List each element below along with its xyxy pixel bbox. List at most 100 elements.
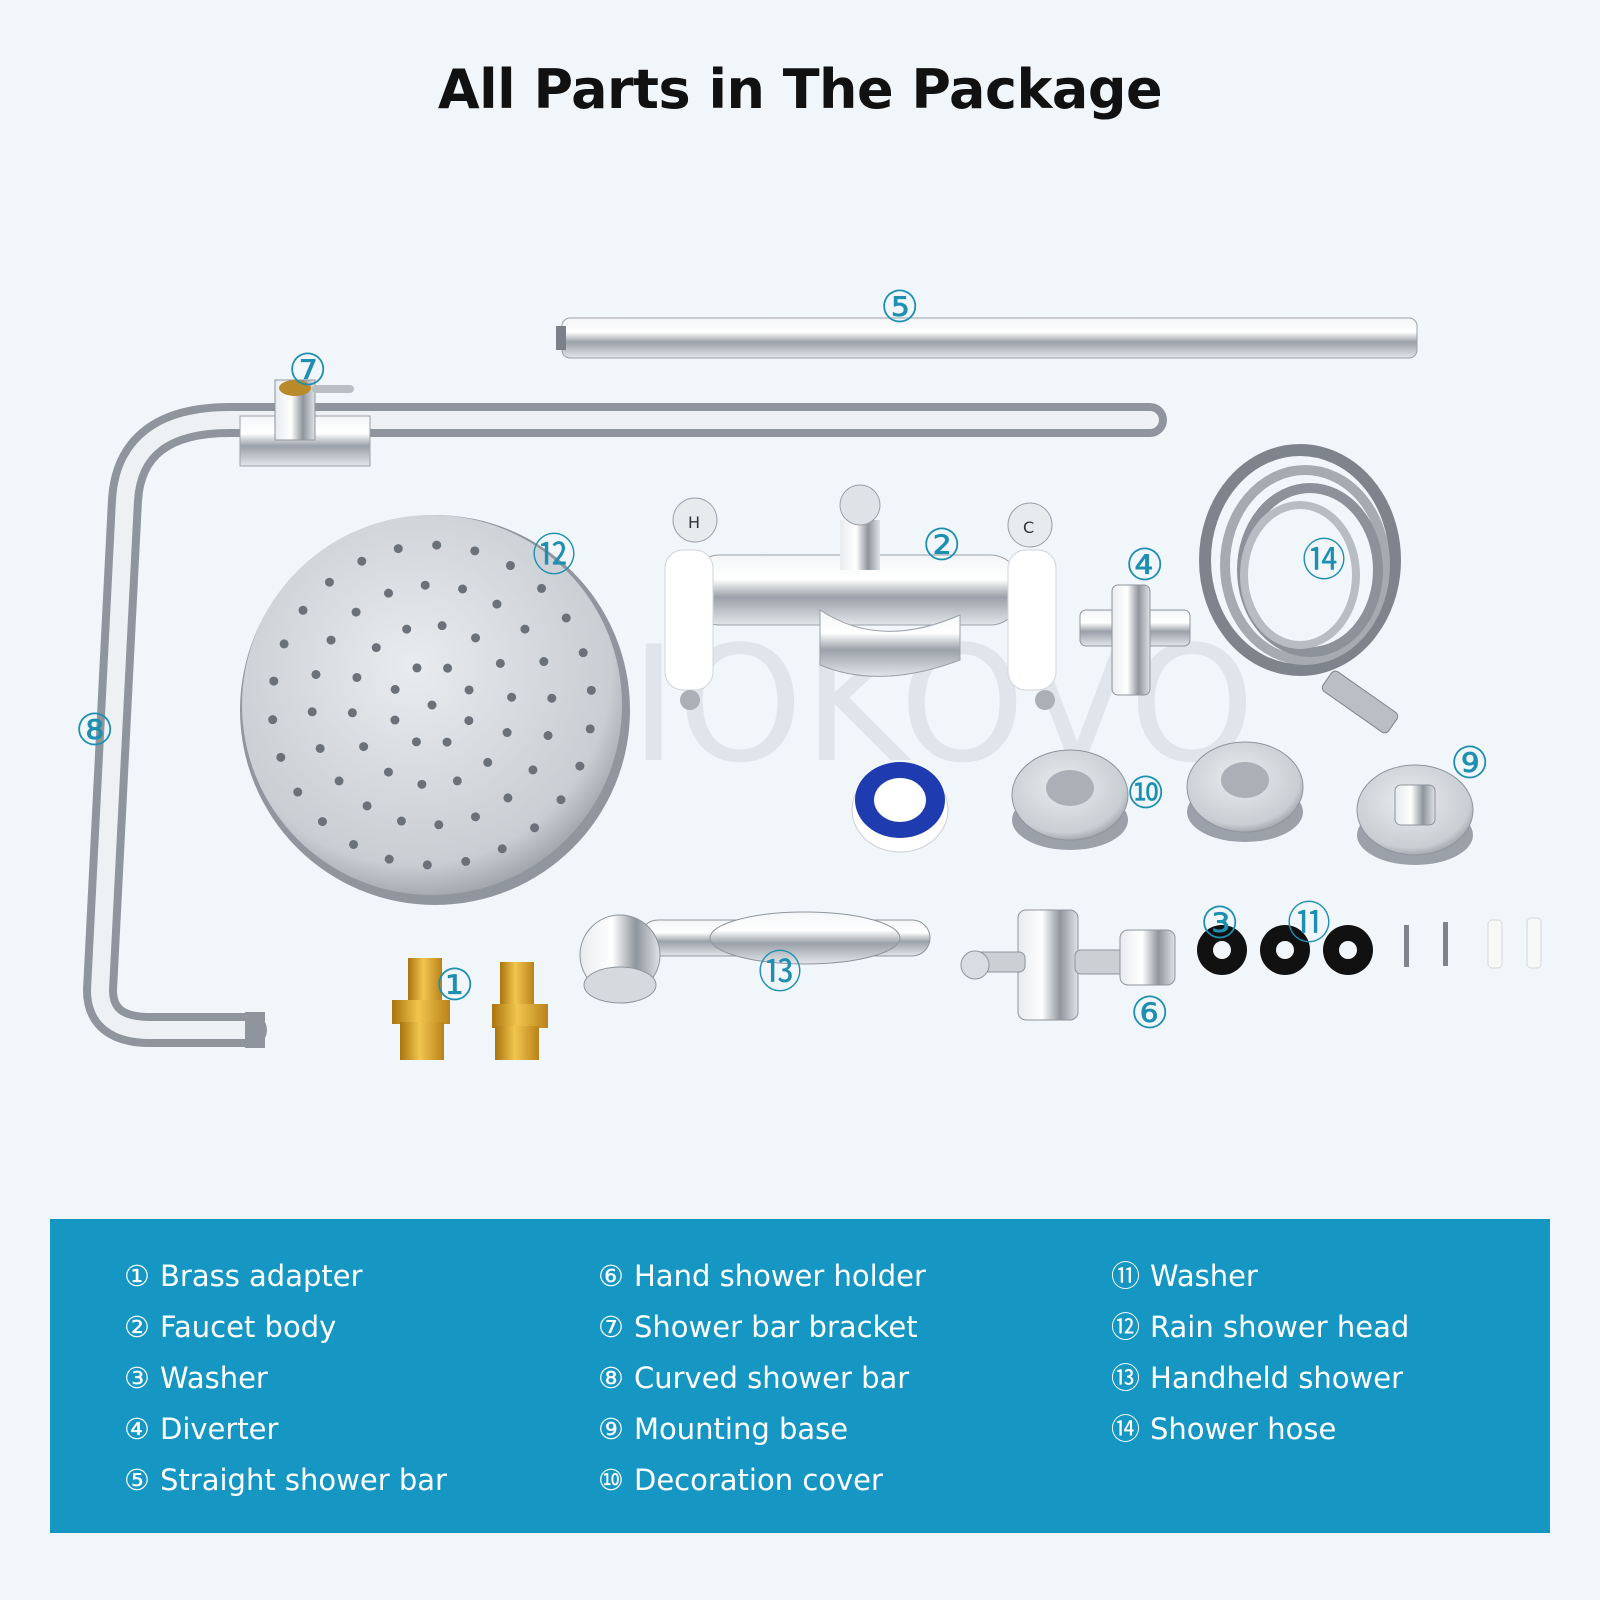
nozzle-hole [293, 787, 303, 797]
callout-7: ⑦ [288, 345, 327, 396]
nozzle-hole [411, 737, 421, 747]
callout-9: ⑨ [1450, 738, 1489, 789]
nozzle-hole [422, 860, 432, 870]
rain-shower-head [240, 515, 630, 905]
nozzle-hole [578, 648, 588, 658]
decoration-cover [1011, 741, 1304, 850]
nozzle-hole [420, 580, 430, 590]
callout-1: ① [435, 960, 474, 1011]
nozzle-hole [443, 663, 453, 673]
nozzle-hole [505, 561, 515, 571]
svg-text:H: H [688, 513, 700, 532]
parts-illustration: IOKOVO H C [75, 282, 1542, 1060]
nozzle-hole [393, 544, 403, 554]
nozzle-hole [547, 693, 557, 703]
nozzle-hole [434, 820, 444, 830]
callout-14: ⑭ [1302, 535, 1346, 586]
teflon-tape [851, 762, 949, 853]
nozzle-hole [351, 607, 361, 617]
callout-3: ③ [1200, 898, 1239, 949]
nozzle-hole [417, 779, 427, 789]
nozzle-hole [471, 633, 481, 643]
nozzle-hole [586, 685, 596, 695]
nozzle-hole [528, 765, 538, 775]
nozzle-hole [383, 767, 393, 777]
nozzle-hole [530, 823, 540, 833]
nozzle-hole [390, 715, 400, 725]
nozzle-hole [347, 708, 357, 718]
nozzle-hole [470, 812, 480, 822]
nozzle-hole [497, 844, 507, 854]
nozzle-hole [371, 643, 381, 653]
hand-shower-holder [960, 909, 1176, 1021]
nozzle-hole [315, 743, 325, 753]
nozzle-hole [539, 657, 549, 667]
nozzle-hole [470, 546, 480, 556]
nozzle-hole [307, 707, 317, 717]
nozzle-hole [461, 856, 471, 866]
callout-6: ⑥ [1130, 988, 1169, 1039]
faucet-body: H C [664, 484, 1057, 710]
callout-12: ⑫ [532, 530, 576, 581]
nozzle-hole [502, 728, 512, 738]
nozzle-hole [311, 669, 321, 679]
callout-13: ⑬ [758, 947, 802, 998]
nozzle-hole [464, 716, 474, 726]
nozzle-hole [317, 817, 327, 827]
page-title: All Parts in The Package [437, 58, 1163, 121]
nozzle-hole [495, 658, 505, 668]
nozzle-hole [483, 757, 493, 767]
nozzle-hole [384, 588, 394, 598]
nozzle-hole [390, 684, 400, 694]
screws-and-anchors [1404, 917, 1542, 969]
nozzle-hole [357, 556, 367, 566]
nozzle-hole [359, 742, 369, 752]
washers [1197, 925, 1373, 975]
nozzle-hole [324, 577, 334, 587]
nozzle-hole [427, 700, 437, 710]
nozzle-hole [432, 540, 442, 550]
nozzle-hole [349, 839, 359, 849]
nozzle-hole [352, 672, 362, 682]
nozzle-hole [543, 731, 553, 741]
nozzle-hole [585, 724, 595, 734]
nozzle-hole [384, 854, 394, 864]
svg-text:C: C [1023, 518, 1034, 537]
diverter [1079, 584, 1191, 696]
nozzle-hole [458, 584, 468, 594]
nozzle-hole [268, 715, 278, 725]
callout-4: ④ [1125, 540, 1164, 591]
nozzle-hole [396, 816, 406, 826]
callout-8: ⑧ [75, 705, 114, 756]
callout-2: ② [922, 520, 961, 571]
curved-shower-bar [82, 403, 1167, 1048]
shower-hose [1199, 444, 1401, 734]
nozzle-hole [326, 635, 336, 645]
nozzle-hole [412, 663, 422, 673]
nozzle-hole [269, 676, 279, 686]
handheld-shower [579, 911, 931, 1004]
nozzle-hole [561, 613, 571, 623]
nozzle-hole [276, 752, 286, 762]
shower-bar-bracket [274, 379, 354, 441]
nozzle-hole [452, 776, 462, 786]
nozzle-hole [279, 639, 289, 649]
callout-11: ⑪ [1287, 898, 1331, 949]
nozzle-hole [464, 685, 474, 695]
nozzle-hole [442, 737, 452, 747]
